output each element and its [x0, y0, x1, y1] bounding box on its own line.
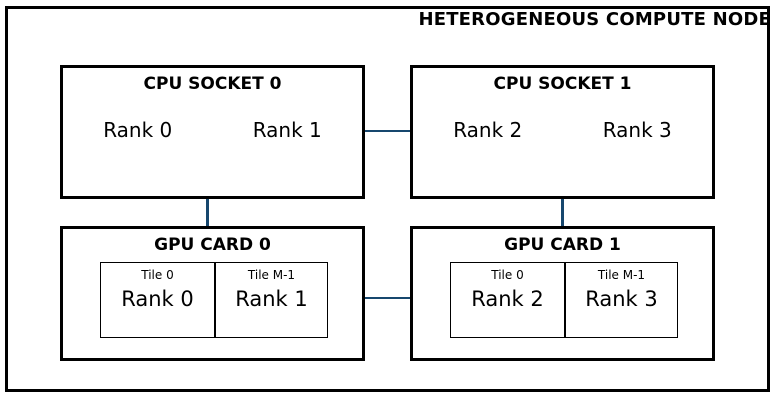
tile-label: Tile M-1	[597, 268, 646, 282]
connector-cpu1-gpu1	[561, 199, 564, 226]
rank-label: Rank 0	[103, 118, 173, 142]
cpu-socket-1-box: CPU SOCKET 1 Rank 2 Rank 3	[410, 65, 715, 199]
cpu-socket-1-ranks: Rank 2 Rank 3	[413, 118, 712, 142]
rank-label: Rank 1	[252, 118, 322, 142]
gpu-card-1-box: GPU CARD 1 Tile 0 Rank 2 Tile M-1 Rank 3	[410, 226, 715, 361]
gpu-card-1-title: GPU CARD 1	[504, 235, 621, 255]
rank-label: Rank 1	[235, 287, 308, 311]
cpu-socket-0-title: CPU SOCKET 0	[143, 74, 282, 94]
gpu-tile: Tile M-1 Rank 1	[214, 263, 327, 337]
gpu-tile: Tile 0 Rank 2	[451, 263, 564, 337]
cpu-socket-0-ranks: Rank 0 Rank 1	[63, 118, 362, 142]
connector-gpu0-gpu1	[365, 297, 410, 299]
gpu-card-0-tiles: Tile 0 Rank 0 Tile M-1 Rank 1	[100, 262, 328, 338]
rank-label: Rank 0	[121, 287, 194, 311]
gpu-card-0-box: GPU CARD 0 Tile 0 Rank 0 Tile M-1 Rank 1	[60, 226, 365, 361]
tile-label: Tile M-1	[247, 268, 296, 282]
connector-cpu0-cpu1	[365, 130, 410, 132]
tile-label: Tile 0	[141, 268, 174, 282]
rank-label: Rank 3	[585, 287, 658, 311]
rank-label: Rank 2	[471, 287, 544, 311]
tile-label: Tile 0	[491, 268, 524, 282]
gpu-card-0-title: GPU CARD 0	[154, 235, 271, 255]
cpu-socket-0-box: CPU SOCKET 0 Rank 0 Rank 1	[60, 65, 365, 199]
rank-label: Rank 2	[453, 118, 523, 142]
gpu-card-1-tiles: Tile 0 Rank 2 Tile M-1 Rank 3	[450, 262, 678, 338]
gpu-tile: Tile 0 Rank 0	[101, 263, 214, 337]
diagram-title: HETEROGENEOUS COMPUTE NODE	[418, 9, 771, 30]
rank-label: Rank 3	[602, 118, 672, 142]
cpu-socket-1-title: CPU SOCKET 1	[493, 74, 632, 94]
connector-cpu0-gpu0	[206, 199, 209, 226]
gpu-tile: Tile M-1 Rank 3	[564, 263, 677, 337]
